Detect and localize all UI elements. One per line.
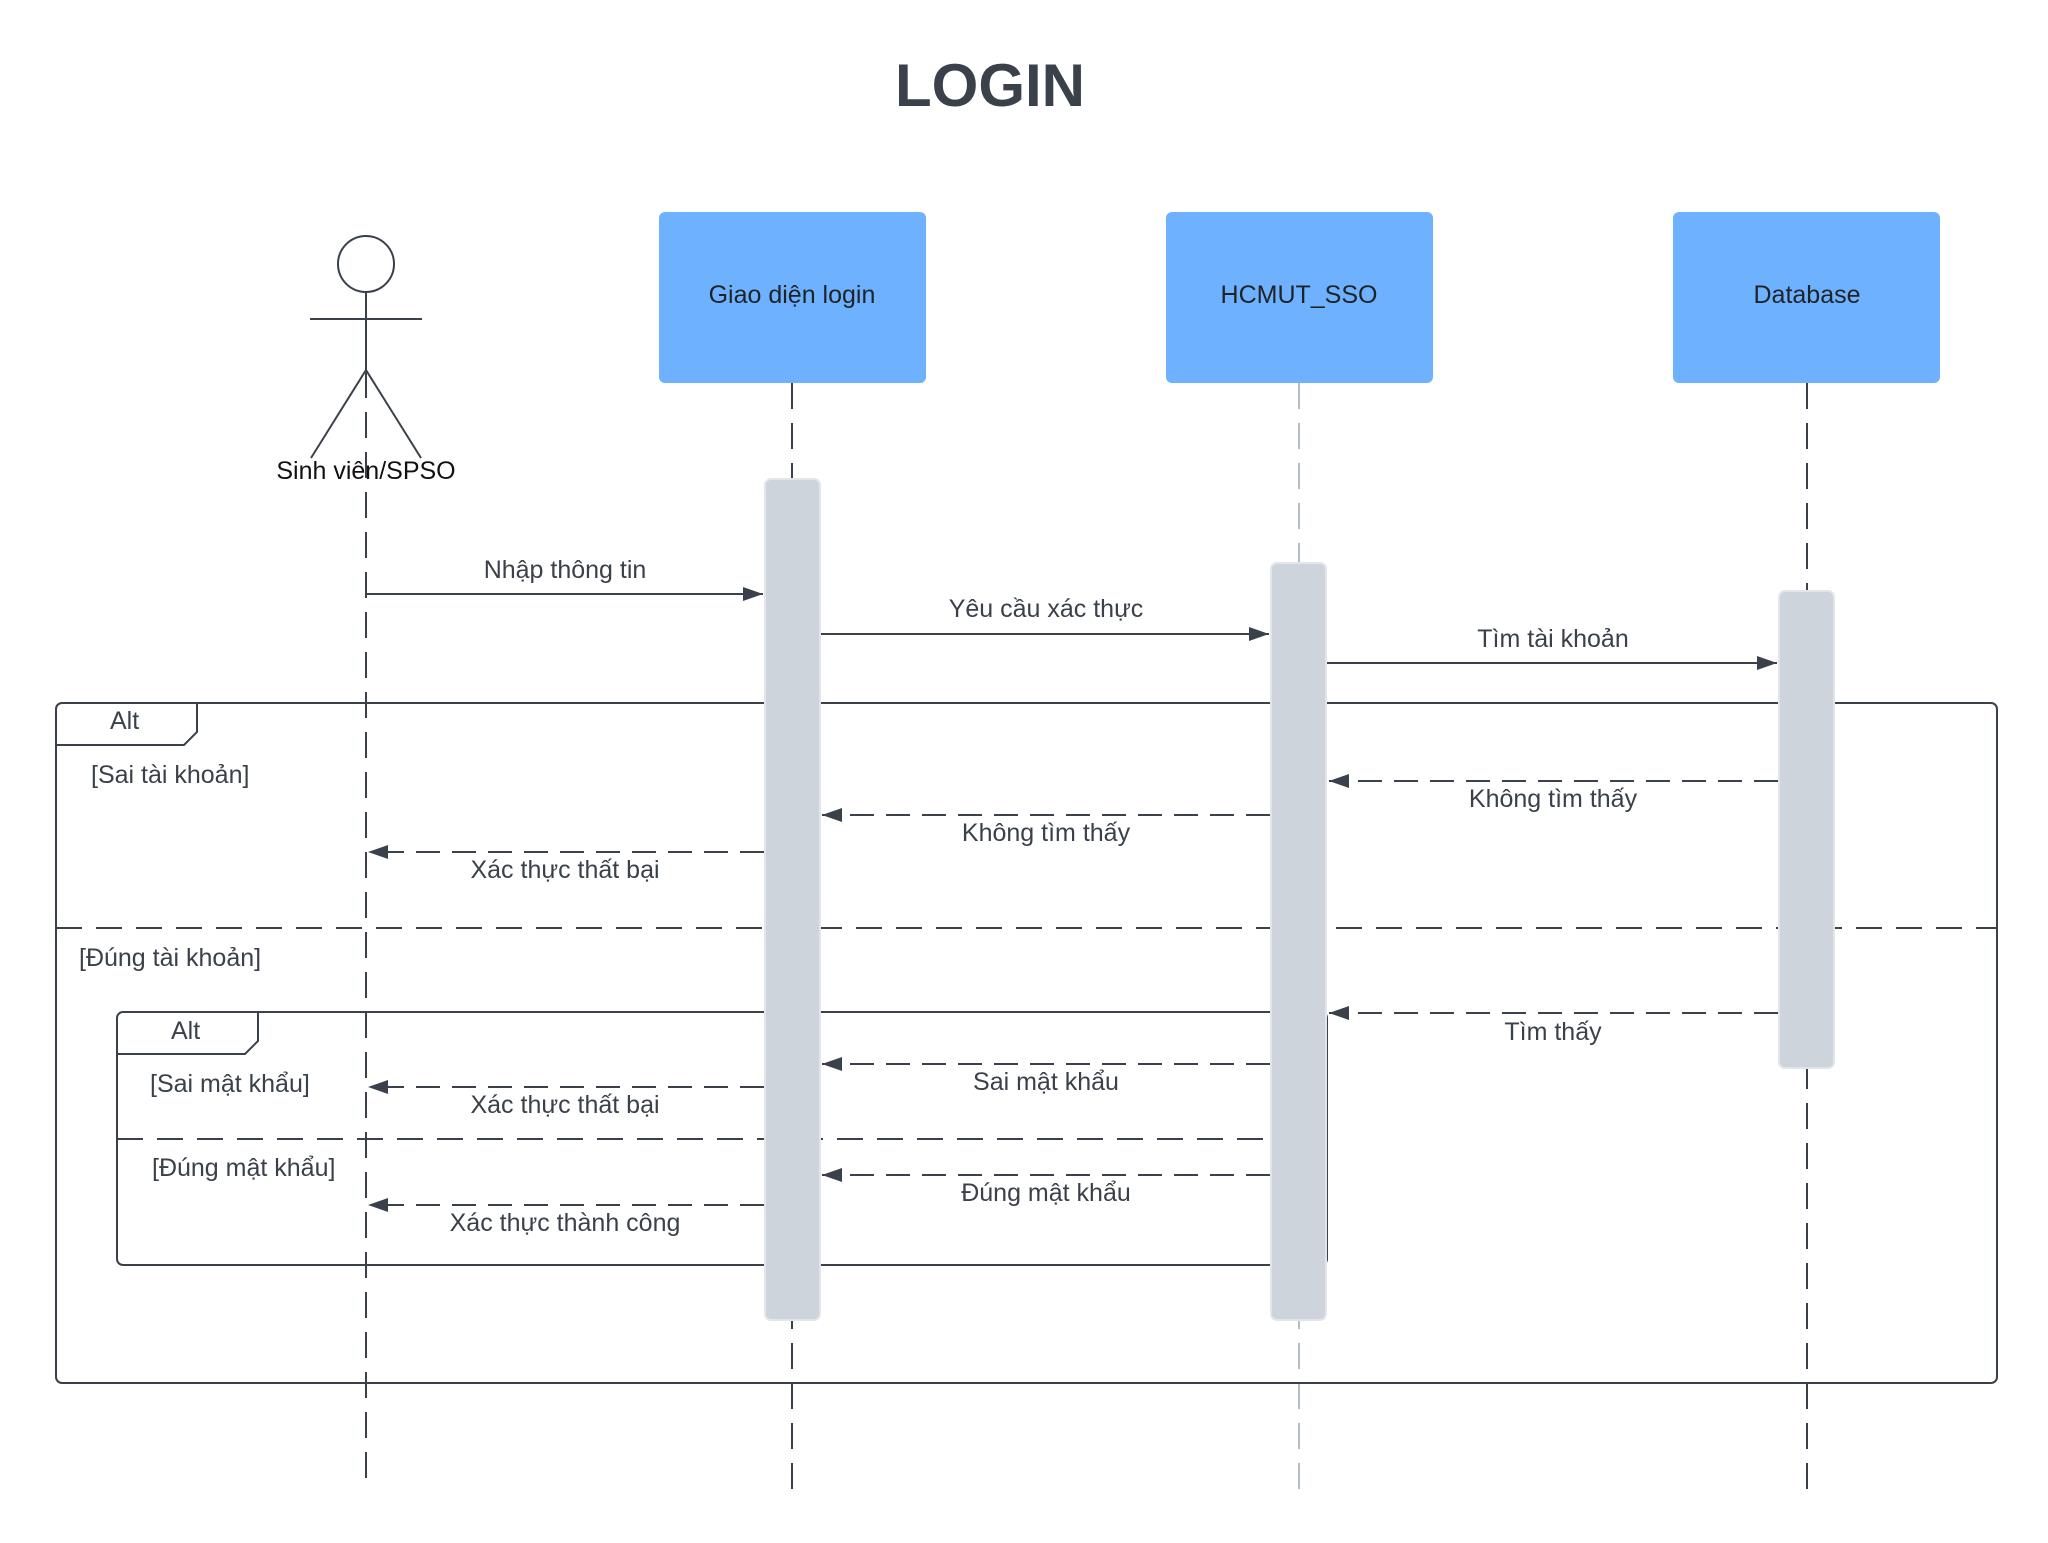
message-xac-thuc-that-bai-2: Xác thực thất bại [368, 1080, 764, 1119]
message-label: Không tìm thấy [1469, 785, 1638, 813]
participant-database: Database [1673, 212, 1940, 383]
message-label: Tìm tài khoản [1477, 625, 1628, 653]
alt-fragment-inner: Alt [Sai mật khẩu] [Đúng mật khẩu] [116, 1011, 1328, 1266]
message-yeu-cau-xac-thuc: Yêu cầu xác thực [821, 595, 1269, 641]
message-xac-thuc-that-bai-1: Xác thực thất bại [368, 845, 764, 884]
fragment-guard: [Đúng tài khoản] [79, 944, 261, 972]
message-label: Đúng mật khẩu [961, 1179, 1131, 1207]
activation-bar-giao-dien-login [764, 478, 821, 1321]
message-dung-mat-khau: Đúng mật khẩu [822, 1168, 1270, 1207]
message-label: Xác thực thất bại [470, 1091, 659, 1119]
participant-hcmut-sso: HCMUT_SSO [1166, 212, 1433, 383]
message-label: Xác thực thành công [450, 1209, 681, 1237]
actor-stick-figure [310, 235, 422, 459]
message-xac-thuc-thanh-cong: Xác thực thành công [368, 1198, 764, 1237]
participant-label: Database [1753, 281, 1860, 309]
fragment-guard: [Đúng mật khẩu] [152, 1154, 335, 1182]
participant-giao-dien-login: Giao diện login [659, 212, 926, 383]
message-label: Yêu cầu xác thực [949, 595, 1144, 623]
activation-bar-database [1778, 590, 1835, 1069]
message-label: Nhập thông tin [484, 556, 647, 584]
activation-bar-hcmut-sso [1270, 562, 1327, 1321]
message-tim-thay: Tìm thấy [1329, 1006, 1778, 1046]
message-khong-tim-thay-sso: Không tìm thấy [822, 808, 1270, 847]
fragment-operator: Alt [110, 707, 139, 735]
message-khong-tim-thay-db: Không tìm thấy [1329, 774, 1778, 813]
actor-label: Sinh viên/SPSO [276, 457, 455, 485]
message-label: Sai mật khẩu [973, 1068, 1119, 1096]
diagram-title: LOGIN [895, 52, 1085, 119]
message-label: Tìm thấy [1504, 1018, 1602, 1046]
message-label: Không tìm thấy [962, 819, 1131, 847]
participant-label: Giao diện login [709, 281, 876, 309]
message-tim-tai-khoan: Tìm tài khoản [1327, 625, 1777, 670]
participant-label: HCMUT_SSO [1221, 281, 1378, 309]
fragment-operator: Alt [171, 1017, 200, 1045]
message-label: Xác thực thất bại [470, 856, 659, 884]
alt-fragment-outer: Alt [Sai tài khoản] [Đúng tài khoản] [55, 702, 1998, 1384]
fragment-guard: [Sai tài khoản] [91, 761, 249, 789]
fragment-guard: [Sai mật khẩu] [150, 1070, 310, 1098]
message-nhap-thong-tin: Nhập thông tin [366, 556, 763, 601]
message-sai-mat-khau: Sai mật khẩu [822, 1057, 1270, 1096]
